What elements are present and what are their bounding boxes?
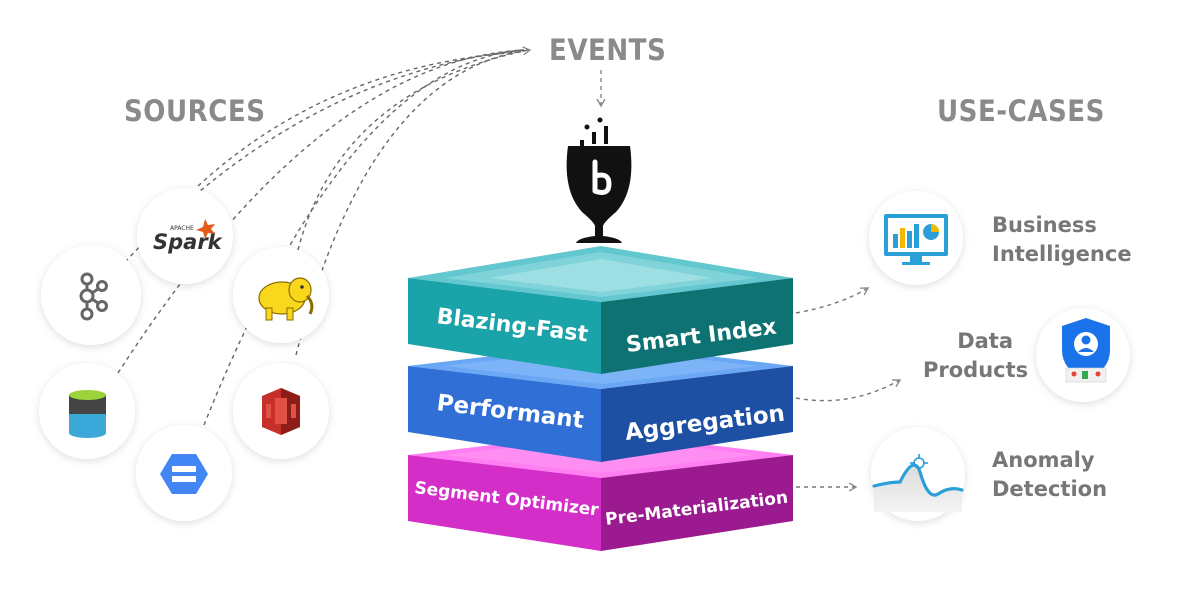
usecase-label-business-intelligence: Business Intelligence bbox=[992, 211, 1132, 269]
anomaly-target-icon bbox=[872, 454, 964, 512]
use-cases-heading: USE-CASES bbox=[937, 94, 1105, 128]
database-cylinder-icon bbox=[69, 390, 106, 438]
apache-pinot-wine-glass-logo bbox=[566, 117, 632, 243]
usecase-label-data-products: Data Products bbox=[923, 327, 1029, 385]
stack-to-usecase-flows bbox=[795, 287, 902, 492]
flow-line bbox=[795, 287, 870, 314]
flow-line bbox=[795, 379, 902, 402]
hadoop-elephant-icon bbox=[258, 277, 314, 321]
usecase-data-products bbox=[1036, 308, 1130, 402]
source-hadoop bbox=[233, 247, 329, 343]
flow-line bbox=[197, 51, 521, 187]
usecase-anomaly-detection bbox=[871, 427, 965, 521]
layer-front-right bbox=[601, 455, 793, 551]
layer-front-left bbox=[408, 278, 601, 374]
spark-small-label: APACHE bbox=[170, 225, 194, 232]
usecase-line: Anomaly bbox=[992, 448, 1095, 472]
user-shield-icon bbox=[1062, 318, 1110, 383]
google-cloud-storage-icon bbox=[160, 454, 208, 494]
kafka-icon bbox=[79, 272, 108, 321]
layer-front-left bbox=[408, 366, 601, 462]
usecase-line: Intelligence bbox=[992, 242, 1132, 266]
flow-line bbox=[117, 49, 525, 374]
usecase-business-intelligence bbox=[869, 191, 963, 285]
source-spark: APACHE Spark bbox=[137, 188, 233, 284]
events-heading: EVENTS bbox=[549, 33, 667, 67]
source-amazon-s3 bbox=[233, 363, 329, 459]
source-circles: APACHE Spark bbox=[39, 188, 329, 521]
spark-label: Spark bbox=[153, 230, 224, 254]
layer-stack: Blazing-Fast Smart Index Performant Aggr… bbox=[408, 246, 793, 551]
layer-front-left bbox=[408, 455, 601, 551]
amazon-s3-icon bbox=[262, 388, 300, 435]
usecase-line: Business bbox=[992, 213, 1097, 237]
usecase-line: Products bbox=[923, 358, 1029, 382]
layer-blazing-fast bbox=[408, 246, 793, 374]
usecase-label-anomaly-detection: Anomaly Detection bbox=[992, 446, 1107, 504]
source-kafka bbox=[41, 245, 141, 345]
source-google-cloud-storage bbox=[136, 425, 232, 521]
layer-front-right bbox=[601, 278, 793, 374]
usecase-line: Data bbox=[957, 329, 1013, 353]
bar-chart-monitor-icon bbox=[884, 214, 948, 265]
flow-line bbox=[297, 49, 529, 251]
source-database bbox=[39, 363, 135, 459]
usecase-line: Detection bbox=[992, 477, 1108, 501]
layer-front-right bbox=[601, 366, 793, 462]
spark-icon: APACHE Spark bbox=[153, 219, 224, 254]
sources-heading: SOURCES bbox=[124, 94, 266, 128]
usecase-circles bbox=[869, 191, 1130, 521]
